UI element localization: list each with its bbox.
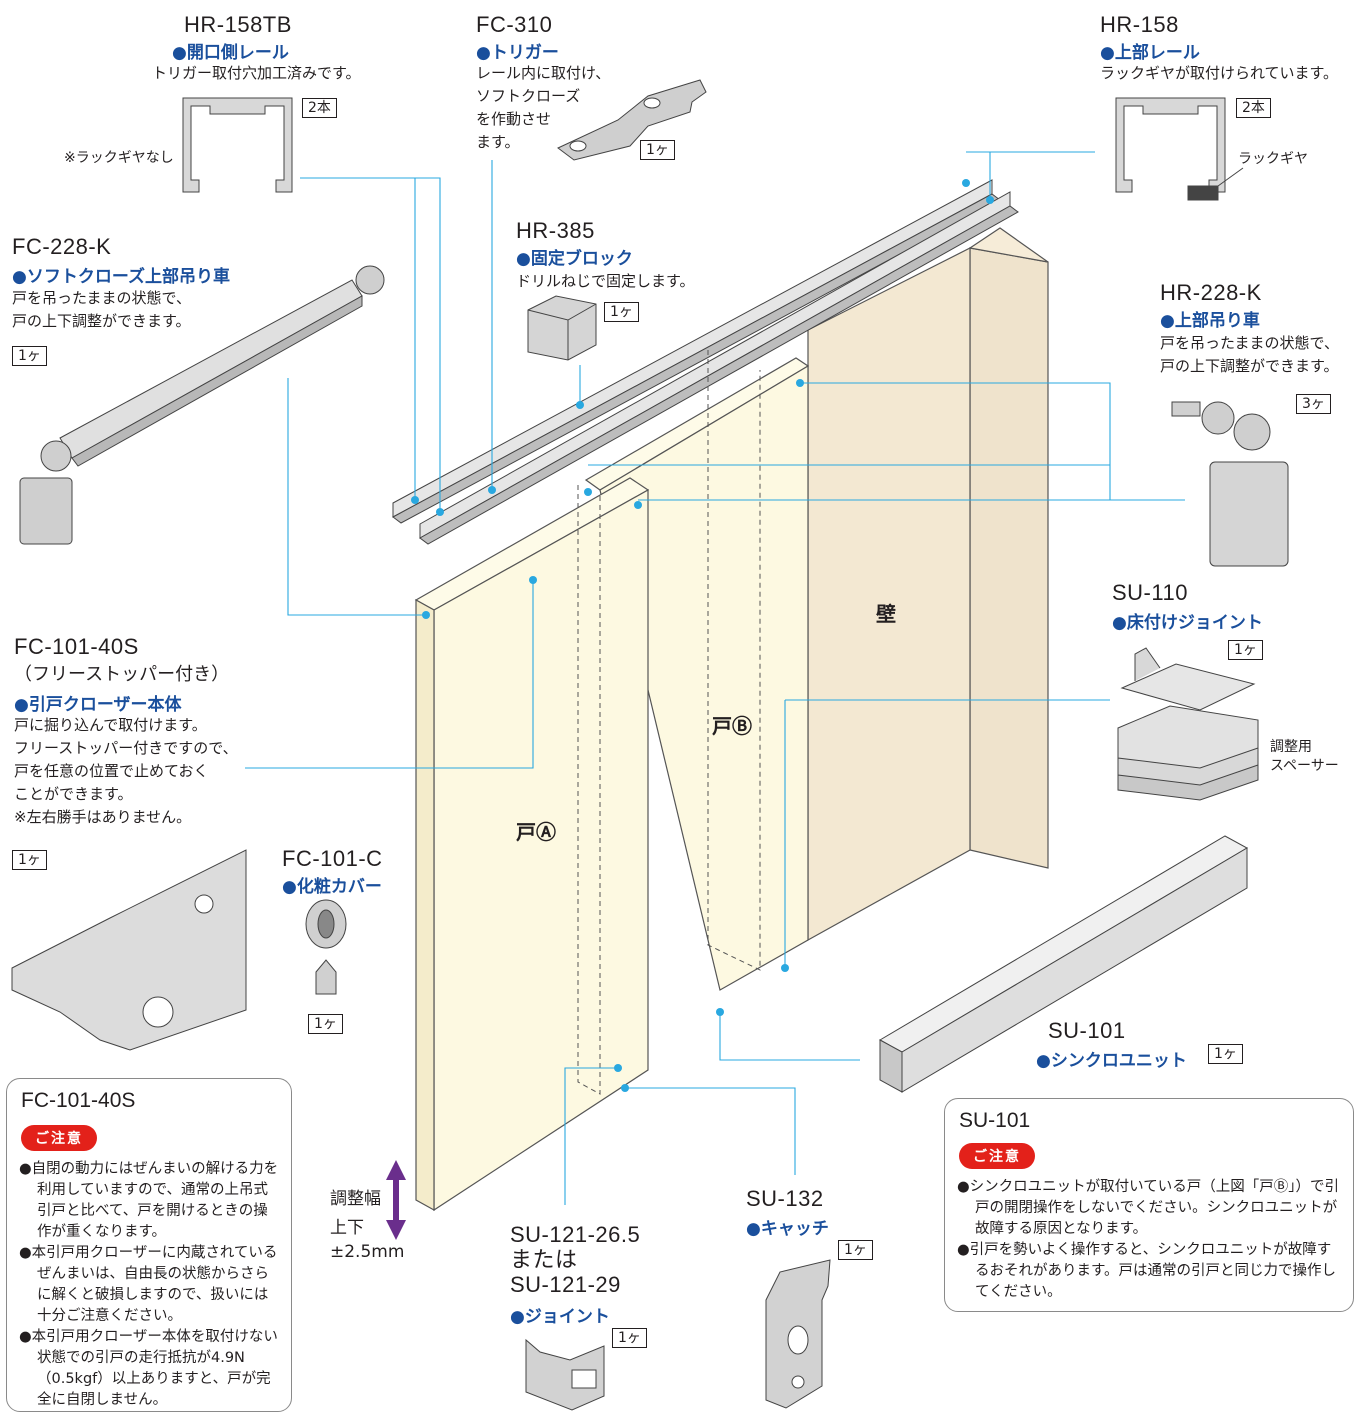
notice-left-item: 本引戸用クローザーに内蔵されているぜんまいは、自由長の状態からさらに解くと破損し… — [19, 1243, 279, 1327]
notice-right-list: シンクロユニットが取付いている戸（上図「戸Ⓑ」）で引戸の開閉操作をしないでくださ… — [957, 1177, 1343, 1303]
door-a-label: 戸Ⓐ — [516, 820, 556, 844]
su132-name: ●キャッチ — [746, 1219, 829, 1239]
su101-name: ●シンクロユニット — [1036, 1051, 1187, 1071]
notice-right-title: SU-101 — [959, 1109, 1031, 1132]
su121-code: SU-121-26.5 または SU-121-29 — [510, 1222, 641, 1297]
hr158-note: ラックギヤ — [1238, 151, 1308, 167]
synchro-unit-su101 — [878, 835, 1249, 1093]
fc101c-code: FC-101-C — [282, 846, 383, 871]
su121-qty: 1ヶ — [612, 1328, 647, 1348]
hr385-desc: ドリルねじで固定します。 — [516, 272, 695, 290]
fc310-qty: 1ヶ — [640, 140, 675, 160]
su132-qty: 1ヶ — [838, 1240, 873, 1260]
fc101c-name: ●化粧カバー — [282, 877, 382, 897]
notice-left: FC-101-40S ご注意 自閉の動力にはぜんまいの解ける力を利用していますの… — [6, 1078, 292, 1412]
su121-name: ●ジョイント — [510, 1307, 610, 1327]
top-rails — [392, 179, 1019, 545]
door-b-label: 戸Ⓑ — [712, 714, 752, 738]
su110-qty: 1ヶ — [1228, 640, 1263, 660]
hr158tb-desc: トリガー取付穴加工済みです。 — [152, 64, 361, 82]
fc10140s-desc: 戸に掘り込んで取付けます。 フリーストッパー付きですので、 戸を任意の位置で止め… — [14, 716, 238, 826]
fc10140s-name: ●引戸クローザー本体 — [14, 695, 182, 715]
leader-dots — [411, 179, 994, 1092]
joint-su121 — [525, 1338, 605, 1411]
wall-label: 壁 — [876, 602, 896, 626]
fc228k-qty: 1ヶ — [12, 346, 47, 366]
floor-joint-su110 — [1117, 647, 1259, 801]
door-b — [584, 350, 810, 991]
catch-su132 — [765, 1259, 831, 1409]
fc101c-qty: 1ヶ — [308, 1014, 343, 1034]
closer-fc10140s — [11, 849, 247, 1051]
wall — [807, 227, 1049, 942]
fc228k-name: ●ソフトクローズ上部吊り車 — [12, 267, 230, 287]
adjust-arrow — [386, 1160, 406, 1240]
hr385-code: HR-385 — [516, 218, 595, 243]
fc310-code: FC-310 — [476, 12, 553, 37]
door-a — [414, 477, 650, 1212]
fc10140s-qty: 1ヶ — [12, 850, 47, 870]
trigger-fc310 — [557, 79, 707, 161]
notice-right-item: 引戸を勢いよく操作すると、シンクロユニットが故障するおそれがあります。戸は通常の… — [957, 1240, 1343, 1303]
hr158tb-qty: 2本 — [302, 98, 337, 118]
rail-profile-hr158 — [1115, 97, 1244, 201]
hr385-qty: 1ヶ — [604, 302, 639, 322]
hr158tb-code: HR-158TB — [184, 12, 292, 37]
hr158tb-note: ※ラックギヤなし — [64, 150, 174, 166]
notice-left-badge: ご注意 — [21, 1125, 97, 1151]
notice-left-list: 自閉の動力にはぜんまいの解ける力を利用していますので、通常の上吊式引戸と比べて、… — [19, 1159, 279, 1411]
fc310-name: ●トリガー — [476, 43, 559, 63]
cover-fc101c — [305, 899, 347, 995]
hr228k-code: HR-228-K — [1160, 280, 1262, 305]
notice-left-title: FC-101-40S — [21, 1089, 136, 1112]
notice-right-item: シンクロユニットが取付いている戸（上図「戸Ⓑ」）で引戸の開閉操作をしないでくださ… — [957, 1177, 1343, 1240]
hr158-desc: ラックギヤが取付けられています。 — [1100, 64, 1339, 82]
fc228k-desc: 戸を吊ったままの状態で、 戸の上下調整ができます。 — [12, 289, 191, 330]
fixing-block-hr385 — [527, 295, 597, 361]
hr228k-desc: 戸を吊ったままの状態で、 戸の上下調整ができます。 — [1160, 334, 1339, 375]
hr385-name: ●固定ブロック — [516, 249, 633, 269]
hr158tb-name: ●開口側レール — [172, 43, 289, 63]
fc228k-code: FC-228-K — [12, 234, 112, 259]
hanger-fc228k — [19, 265, 385, 545]
fc10140s-code: FC-101-40S — [14, 634, 139, 659]
fc310-desc: レール内に取付け、 ソフトクローズ を作動させ ます。 — [476, 64, 611, 151]
su101-qty: 1ヶ — [1208, 1044, 1243, 1064]
notice-right-badge: ご注意 — [959, 1143, 1035, 1169]
notice-left-item: 自閉の動力にはぜんまいの解ける力を利用していますので、通常の上吊式引戸と比べて、… — [19, 1159, 279, 1243]
su101-code: SU-101 — [1048, 1018, 1126, 1043]
hr228k-name: ●上部吊り車 — [1160, 311, 1260, 331]
su110-name: ●床付けジョイント — [1112, 613, 1263, 633]
notice-right: SU-101 ご注意 シンクロユニットが取付いている戸（上図「戸Ⓑ」）で引戸の開… — [944, 1098, 1354, 1312]
fc10140s-sub: （フリーストッパー付き） — [14, 664, 230, 685]
su110-note: 調整用 スペーサー — [1270, 739, 1339, 774]
adjust-range: 上下 ±2.5mm — [330, 1218, 405, 1262]
hr158-qty: 2本 — [1236, 98, 1271, 118]
hr228k-qty: 3ヶ — [1296, 394, 1331, 414]
hr158-code: HR-158 — [1100, 12, 1179, 37]
su110-code: SU-110 — [1112, 580, 1188, 605]
hr158-name: ●上部レール — [1100, 43, 1200, 63]
adjust-title: 調整幅 — [330, 1189, 381, 1209]
rail-profile-hr158tb — [182, 97, 293, 193]
leader-lines — [245, 151, 1185, 1205]
hanger-hr228k — [1171, 401, 1289, 567]
su132-code: SU-132 — [746, 1186, 824, 1211]
notice-left-item: 本引戸用クローザー本体を取付けない状態での引戸の走行抵抗が4.9N（0.5kgf… — [19, 1327, 279, 1411]
